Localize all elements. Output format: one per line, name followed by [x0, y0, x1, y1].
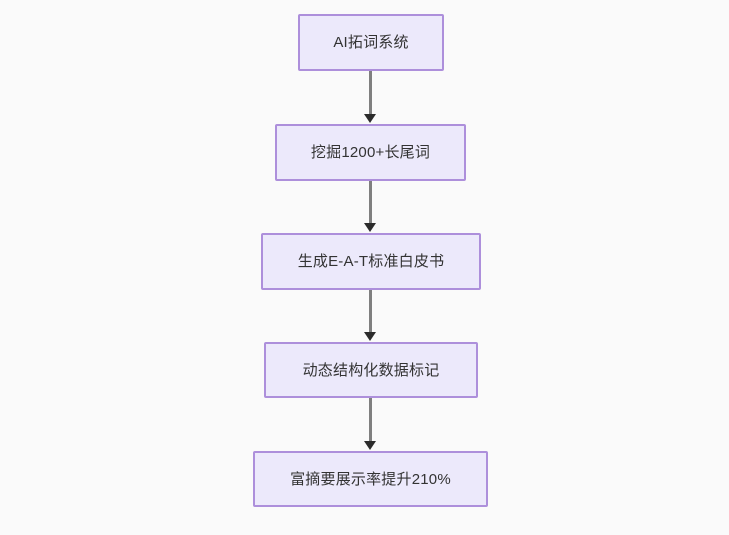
flow-node-2[interactable]: 挖掘1200+长尾词 — [275, 124, 466, 181]
flow-node-2-label: 挖掘1200+长尾词 — [310, 144, 431, 161]
flow-edge-3-connector — [369, 290, 372, 333]
flow-node-1-label: AI拓词系统 — [333, 34, 409, 51]
flow-node-4-label: 动态结构化数据标记 — [302, 361, 440, 379]
flow-node-4[interactable]: 动态结构化数据标记 — [264, 342, 478, 398]
flow-node-1[interactable]: AI拓词系统 — [298, 14, 444, 71]
flow-edge-1-connector — [369, 71, 372, 115]
flow-edge-2-arrowhead-icon — [364, 223, 376, 232]
flow-node-3[interactable]: 生成E-A-T标准白皮书 — [261, 233, 481, 290]
flow-node-5[interactable]: 富摘要展示率提升210% — [253, 451, 488, 507]
flow-edge-2-connector — [369, 181, 372, 224]
flow-edge-4-connector — [369, 398, 372, 442]
flow-node-3-label: 生成E-A-T标准白皮书 — [297, 253, 445, 270]
flow-node-5-label: 富摘要展示率提升210% — [290, 470, 451, 488]
flow-edge-3-arrowhead-icon — [364, 332, 376, 341]
flow-edge-1-arrowhead-icon — [364, 114, 376, 123]
flow-edge-4-arrowhead-icon — [364, 441, 376, 450]
